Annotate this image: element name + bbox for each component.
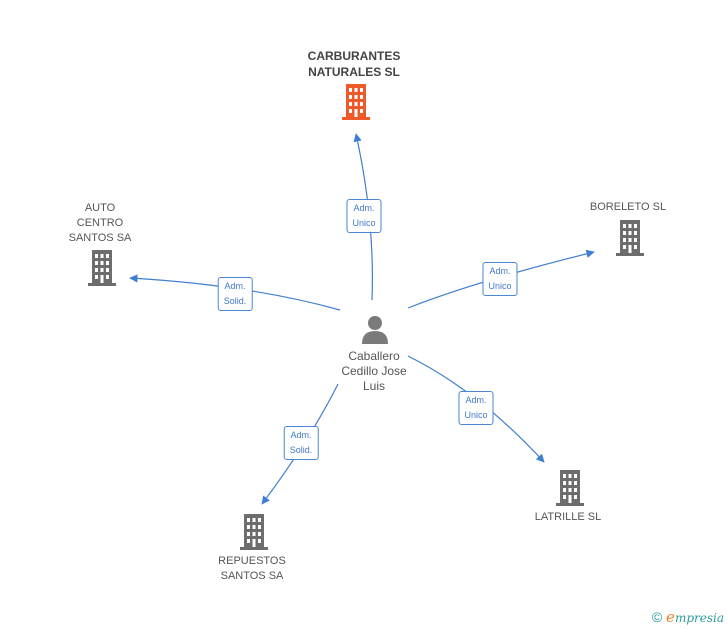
company-name-repuestos[interactable]: REPUESTOS SANTOS SA	[218, 555, 286, 582]
relation-label-carburantes: Adm.Unico	[346, 199, 382, 233]
building-icon[interactable]	[614, 220, 646, 256]
relation-label-latrille: Adm.Unico	[458, 391, 494, 425]
company-name-boreleto[interactable]: BORELETO SL	[589, 201, 667, 213]
person-name[interactable]: Caballero Cedillo Jose Luis	[341, 349, 407, 393]
relation-label-repuestos: Adm.Solid.	[283, 426, 319, 460]
building-icon[interactable]	[340, 84, 372, 120]
building-icon[interactable]	[238, 514, 270, 550]
brand-footer[interactable]: © empresia	[652, 608, 724, 626]
brand-logo-letter: e	[666, 608, 675, 626]
company-name-carburantes[interactable]: CARBURANTES NATURALES SL	[307, 49, 401, 79]
copyright-icon: ©	[651, 609, 663, 625]
company-name-auto-centro[interactable]: AUTO CENTRO SANTOS SA	[68, 202, 132, 244]
building-icon[interactable]	[554, 470, 586, 506]
relation-label-auto-centro: Adm.Solid.	[217, 277, 253, 311]
building-icon[interactable]	[86, 250, 118, 286]
relation-label-boreleto: Adm.Unico	[482, 262, 518, 296]
company-name-latrille[interactable]: LATRILLE SL	[534, 511, 602, 523]
person-icon[interactable]	[360, 314, 390, 344]
brand-logo-text: mpresia	[674, 611, 724, 625]
